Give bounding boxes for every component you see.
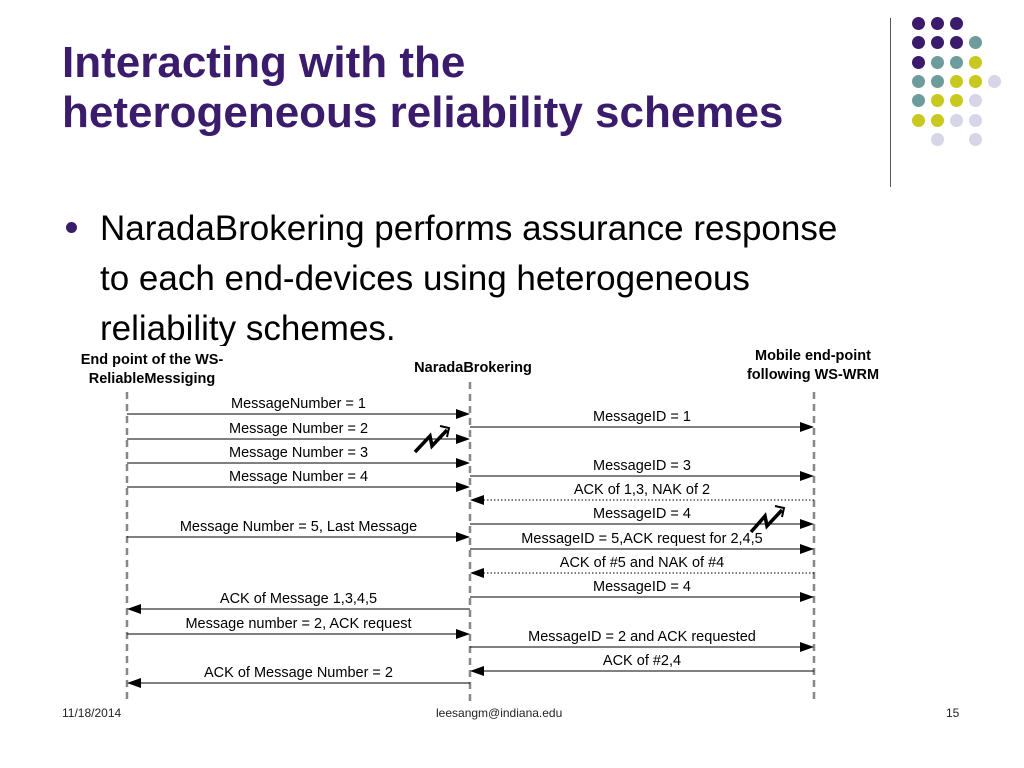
title-divider: [890, 18, 891, 187]
lost-message-icon-tip: [439, 425, 451, 438]
decorative-dot: [969, 55, 982, 69]
decorative-dot: [969, 94, 982, 108]
decorative-dot: [912, 17, 925, 30]
bullet-icon: [66, 222, 77, 233]
slide-title: Interacting with the heterogeneous relia…: [62, 38, 892, 138]
message-label: MessageID = 1: [593, 409, 691, 425]
message-label: Message Number = 2: [228, 421, 369, 437]
message-label: ACK of #2,4: [602, 653, 682, 669]
message-label: Message Number = 5, Last Message: [179, 519, 418, 535]
participant-right-label: Mobile end-point following WS-WRM: [746, 348, 880, 383]
message-label: ACK of Message Number = 2: [204, 665, 393, 681]
participant-middle-label: NaradaBrokering: [414, 360, 532, 376]
decorative-dot: [950, 36, 963, 50]
decorative-dot: [969, 36, 982, 50]
decorative-dot: [931, 113, 944, 127]
decorative-dot: [988, 74, 1001, 88]
decorative-dot: [950, 113, 963, 127]
participant-left-label: End point of the WS-ReliableMessiging: [80, 352, 224, 387]
lost-message-icon-tip: [774, 505, 786, 518]
decorative-dot: [950, 55, 963, 69]
decorative-dot: [969, 113, 982, 127]
message-label: ACK of #5 and NAK of #4: [559, 555, 725, 571]
footer-email: leesangm@indiana.edu: [436, 706, 563, 720]
message-label: MessageID = 4: [593, 579, 691, 595]
message-label: MessageID = 5,ACK request for 2,4,5: [521, 531, 763, 547]
decorative-dot: [931, 17, 944, 30]
slide-title-line-1: Interacting with the: [62, 38, 466, 87]
decorative-dot: [950, 74, 963, 88]
message-label: MessageID = 2 and ACK requested: [528, 629, 756, 645]
decorative-dot: [931, 94, 944, 108]
slide-title-line-2: heterogeneous reliability schemes: [62, 88, 784, 137]
lost-message-icon: [413, 428, 449, 454]
message-label: MessageID = 3: [593, 458, 691, 474]
bullet-text: NaradaBrokering performs assurance respo…: [100, 209, 838, 346]
message-label: ACK of Message 1,3,4,5: [219, 591, 378, 607]
decorative-dot: [931, 74, 944, 88]
decorative-dot: [969, 132, 982, 146]
decorative-dot: [912, 55, 925, 69]
message-label: ACK of 1,3, NAK of 2: [573, 482, 711, 498]
message-label: MessageNumber = 1: [231, 396, 366, 412]
decorative-dot: [931, 55, 944, 69]
message-label: MessageID = 4: [593, 506, 691, 522]
bullet-list: NaradaBrokering performs assurance respo…: [62, 204, 852, 346]
message-label: Message Number = 4: [228, 469, 369, 485]
footer-date: 11/18/2014: [62, 706, 122, 720]
decorative-dot: [950, 94, 963, 108]
decorative-dot: [912, 113, 925, 127]
decorative-dot: [950, 17, 963, 30]
message-label: Message Number = 3: [228, 445, 369, 461]
lost-message-icon: [749, 508, 784, 534]
decorative-dot: [912, 74, 925, 88]
decorative-dot: [969, 74, 982, 88]
decorative-dot: [912, 94, 925, 108]
footer-page-number: 15: [946, 706, 960, 720]
decorative-dot: [931, 132, 944, 146]
decorative-dot: [931, 36, 944, 50]
decorative-dot: [912, 36, 925, 50]
message-label: Message number = 2, ACK request: [185, 616, 412, 632]
